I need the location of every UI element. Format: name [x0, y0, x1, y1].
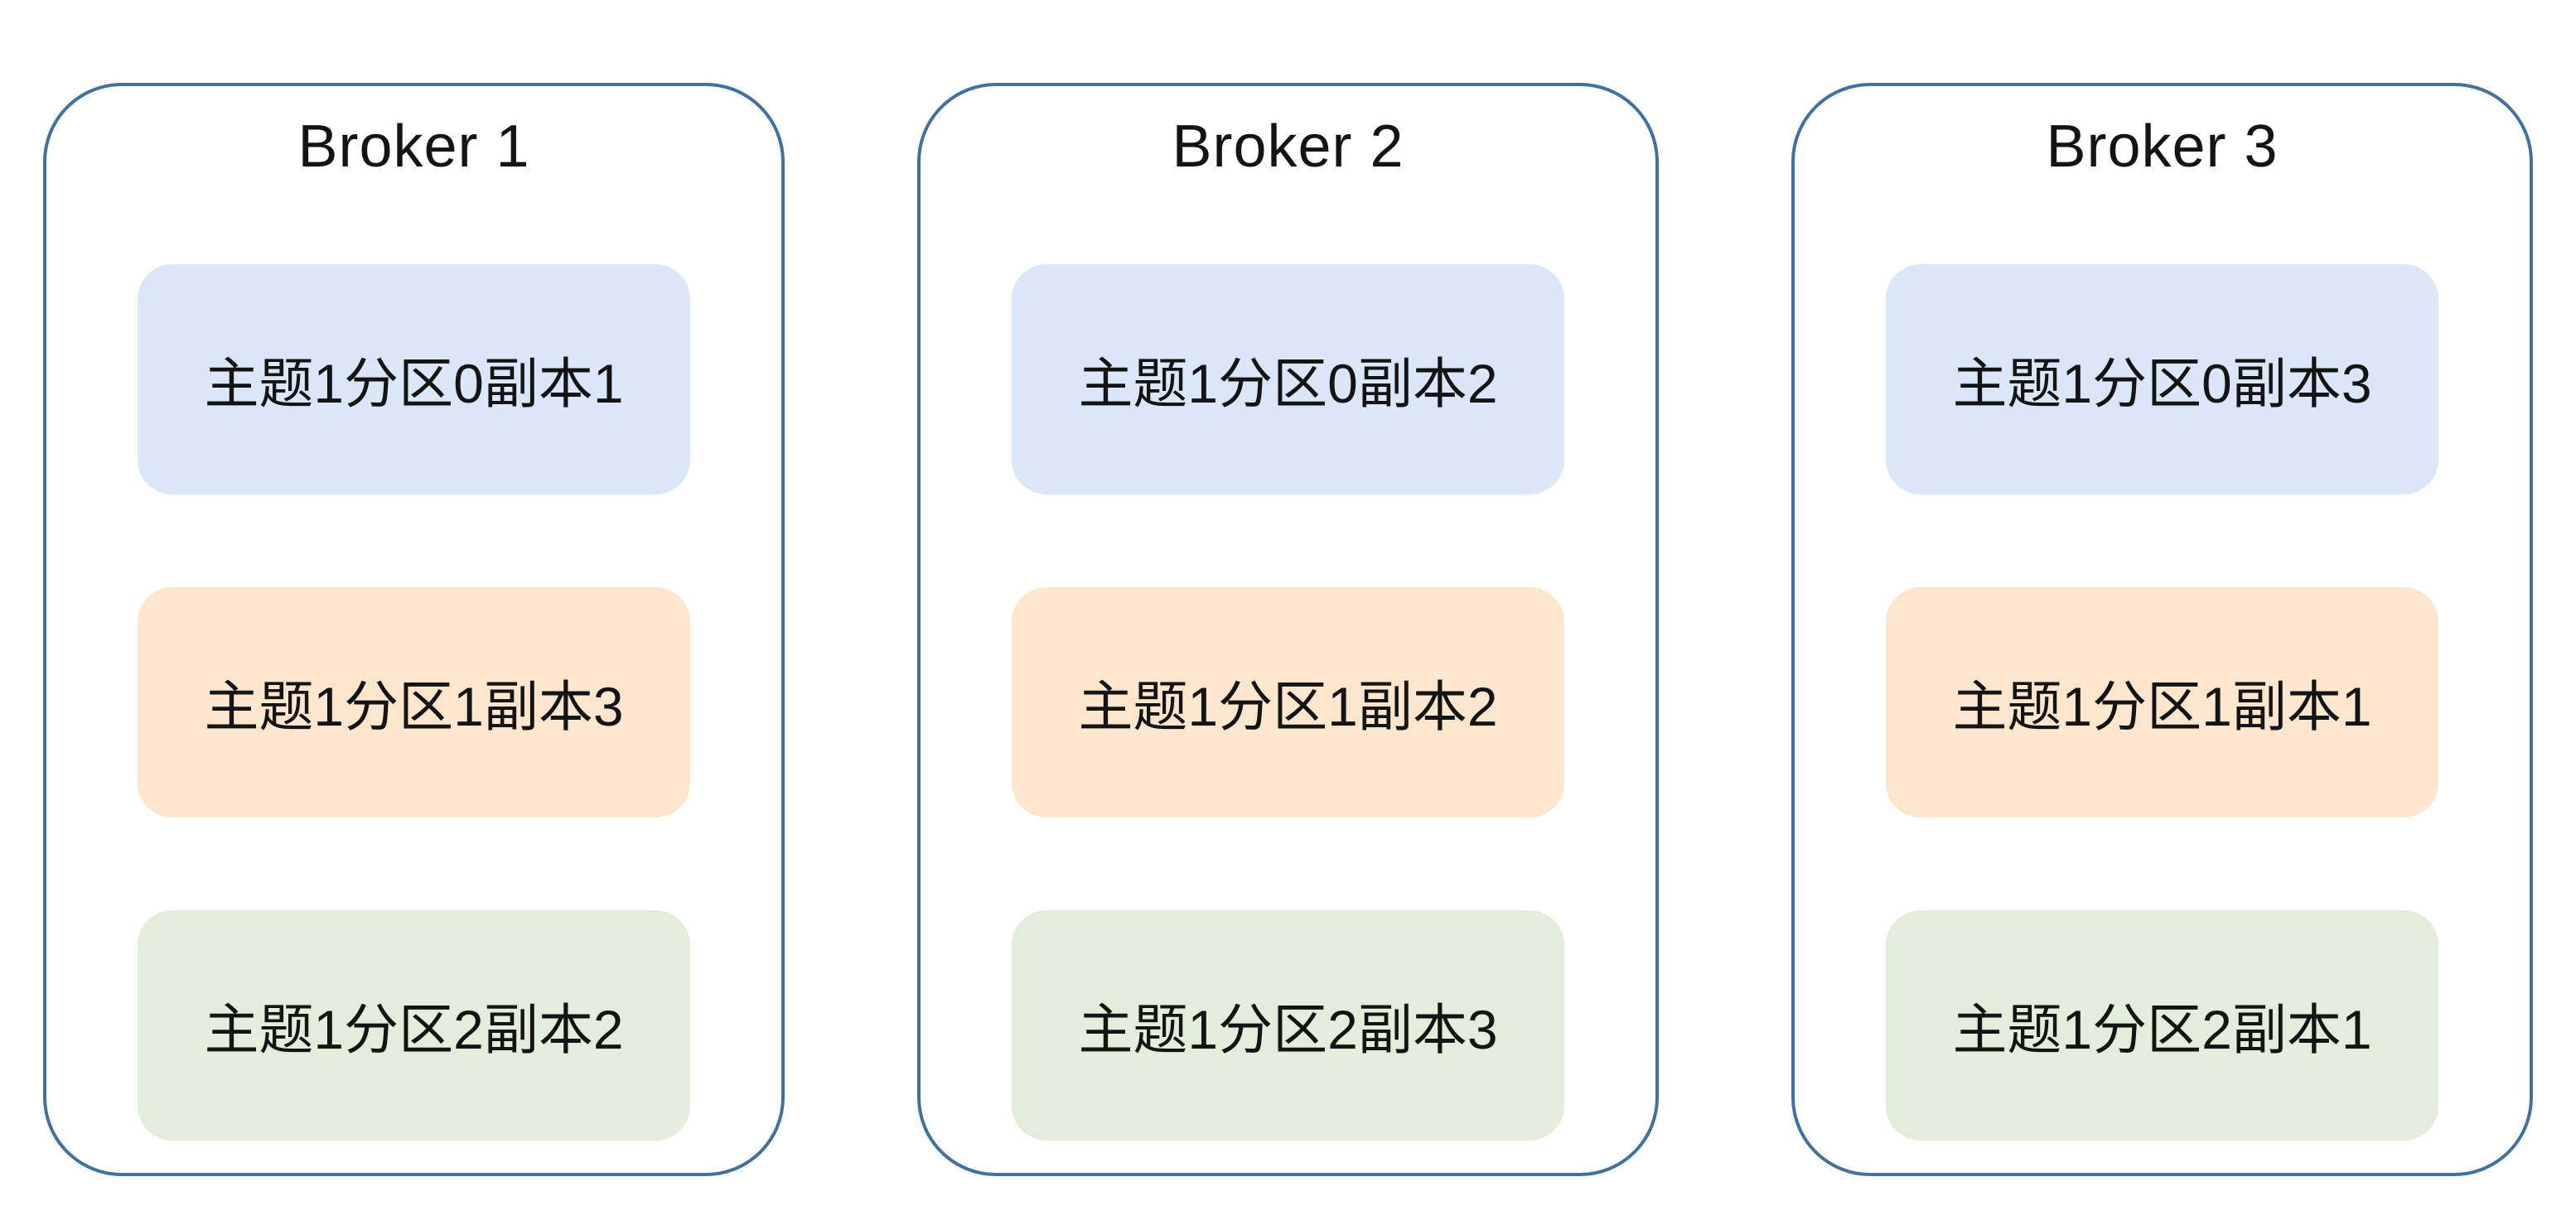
broker-1-replica-partition1: 主题1分区1副本3 — [138, 586, 690, 818]
broker-3-replica-partition2: 主题1分区2副本1 — [1886, 909, 2438, 1141]
broker-1-replica-partition0: 主题1分区0副本1 — [138, 263, 690, 494]
broker-3-replica-partition1: 主题1分区1副本1 — [1886, 586, 2438, 818]
broker-3-title: Broker 3 — [2046, 113, 2279, 180]
broker-2-replica-partition2: 主题1分区2副本3 — [1012, 909, 1564, 1141]
broker-1-title: Broker 1 — [297, 113, 530, 180]
broker-2-card: Broker 2 主题1分区0副本2 主题1分区1副本2 主题1分区2副本3 — [917, 83, 1659, 1176]
broker-3-card: Broker 3 主题1分区0副本3 主题1分区1副本1 主题1分区2副本1 — [1791, 83, 2533, 1176]
broker-2-title: Broker 2 — [1172, 113, 1404, 180]
broker-1-card: Broker 1 主题1分区0副本1 主题1分区1副本3 主题1分区2副本2 — [43, 83, 785, 1176]
broker-1-replica-partition2: 主题1分区2副本2 — [138, 909, 690, 1141]
broker-3-replica-partition0: 主题1分区0副本3 — [1886, 263, 2438, 494]
broker-2-replica-partition0: 主题1分区0副本2 — [1012, 263, 1564, 494]
broker-2-replica-partition1: 主题1分区1副本2 — [1012, 586, 1564, 818]
